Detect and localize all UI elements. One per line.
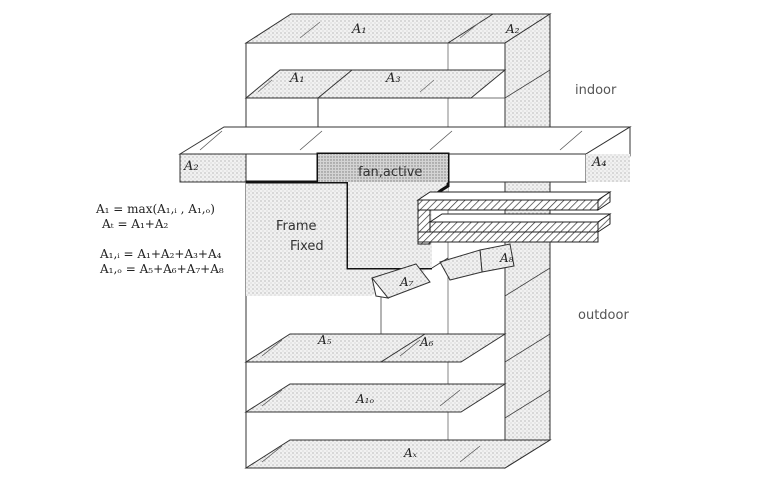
- label-a7: A₇: [399, 275, 414, 289]
- outdoor-label: outdoor: [578, 308, 629, 323]
- frame-fixed-region: [246, 152, 450, 296]
- indoor-label: indoor: [575, 83, 617, 98]
- label-upper-left: A₁: [289, 71, 305, 86]
- label-side-left: A₂: [183, 159, 199, 174]
- label-a5: A₅: [317, 333, 332, 347]
- lower-slab-1: [244, 333, 507, 363]
- fan-sash: [416, 191, 612, 245]
- label-top-right: A₂: [505, 22, 520, 36]
- label-bottom: Aₓ: [403, 446, 418, 460]
- label-top-left: A₁: [351, 22, 367, 37]
- equation-3: A₁,ᵢ = A₁+A₂+A₃+A₄: [99, 247, 222, 261]
- label-a8: A₈: [499, 251, 514, 265]
- fan-active-label: fan,active: [358, 165, 422, 180]
- equation-4: A₁,ₒ = A₅+A₆+A₇+A₈: [99, 262, 224, 276]
- label-a6: A₆: [419, 335, 434, 349]
- label-a1o: A₁ₒ: [355, 392, 374, 406]
- top-slab: [244, 13, 552, 44]
- equation-2: Aₜ = A₁+A₂: [101, 217, 169, 231]
- bottom-slab: [244, 439, 552, 469]
- frame-label: Frame: [276, 219, 317, 234]
- fixed-label: Fixed: [290, 239, 324, 254]
- equation-1: A₁ = max(A₁,ᵢ , A₁,ₒ): [95, 202, 215, 216]
- label-side-right: A₄: [591, 155, 607, 170]
- lower-slab-2: [244, 383, 507, 413]
- sill-blocks: [371, 243, 515, 299]
- label-upper-mid: A₃: [385, 71, 401, 86]
